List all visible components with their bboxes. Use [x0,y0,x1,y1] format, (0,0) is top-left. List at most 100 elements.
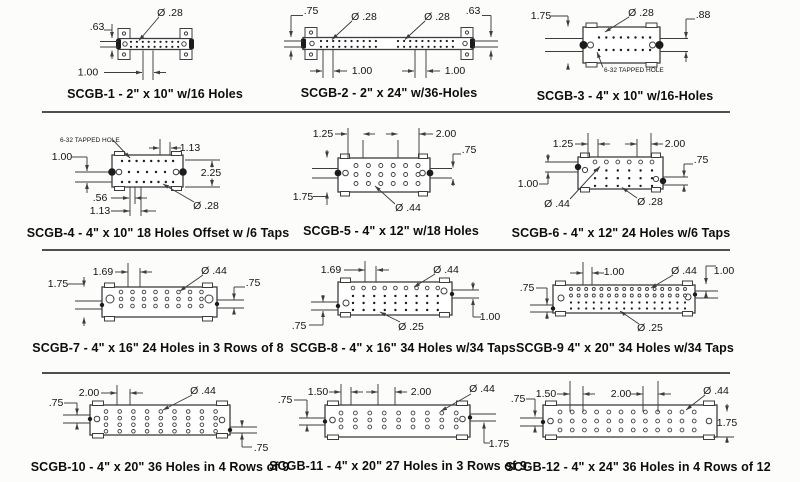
hole-dot [356,45,359,48]
dim-label: Ø .28 [628,7,654,19]
hole-grid [129,40,180,48]
dim-label: 1.00 [480,311,501,323]
hole-ring [410,417,416,423]
hole-dot [650,177,654,180]
dim-label: 1.00 [52,151,73,163]
hole-ring [172,415,177,421]
mounting-tab [327,434,339,440]
hole-dot [319,39,323,43]
hole-ring [187,289,193,295]
hole-dot [154,170,158,174]
hole-ring [630,418,636,424]
mounting-tab [114,186,125,191]
hole-dot [683,307,687,310]
hole-dot [436,301,439,305]
hole-ring [131,429,136,434]
caption-scgb-6: SCGB-6 - 4" x 12" 24 Holes w/6 Taps [511,226,731,240]
hole-ring [176,289,181,295]
hole-ring [576,287,581,291]
hole-ring [115,168,123,176]
mounting-tab [104,316,115,322]
dim-label: 1.50 [536,388,557,400]
hole-dot [142,159,146,163]
hole-dot [157,159,160,163]
hole-ring [582,418,587,424]
hole-dot [597,48,601,52]
hole-dot [142,180,146,184]
hole-ring [705,417,713,425]
hole-dot [605,36,608,39]
hole-ring [591,287,596,291]
hole-ring [117,422,122,427]
hole-ring [353,410,358,416]
hole-ring [367,424,373,430]
caption-scgb-8: SCGB-8 - 4" x 16" 34 Holes w/34 Taps [290,341,516,355]
mounting-tab [456,434,468,440]
hole-dot [627,48,630,52]
hole-dot [171,180,175,184]
dim-label: 2.25 [201,167,222,179]
dim-label: 1.00 [352,65,373,77]
dim-label: Ø .44 [703,385,729,397]
terminal-dot [322,419,328,424]
hole-dot [129,40,133,43]
hole-ring [415,163,421,168]
hole-ring [424,285,430,291]
terminal-dot [655,41,664,49]
hole-dot [394,294,397,298]
dim-label: .75 [254,442,269,454]
hole-dot [605,177,608,180]
hole-ring [626,159,632,165]
hole-ring [118,296,124,302]
hole-ring [199,409,205,414]
hole-ring [652,287,657,291]
hole-dot [607,307,611,310]
hole-ring [607,293,611,298]
hole-ring [131,409,136,414]
dim-label: 1.00 [518,178,539,190]
hole-dot [368,39,371,43]
mounting-tab [651,187,661,193]
terminal-dot [334,169,342,177]
hole-ring [199,296,204,302]
hole-ring [381,410,387,416]
hole-ring [199,422,205,427]
hole-dot [607,301,611,304]
hole-dot [577,301,580,304]
row-divider [42,111,730,113]
dim-arrow [162,183,195,203]
hole-ring [582,427,587,433]
hole-dot [135,45,138,48]
dim-label: Ø .28 [424,11,450,23]
dim-label: Ø .25 [398,321,424,333]
hole-ring [667,293,672,298]
hole-ring [153,296,158,302]
hole-ring [453,410,459,416]
mounting-tab [580,187,590,193]
hole-ring [122,41,128,47]
hole-ring [381,424,387,430]
caption-scgb-9: SCGB-9 4" x 20" 34 Holes w/34 Taps [516,341,734,355]
mounting-tab [92,400,104,406]
hole-dot [616,177,619,180]
dim-label: Ø .44 [544,198,570,210]
hole-ring [649,159,655,165]
hole-dot [404,294,408,298]
hole-ring [338,410,344,416]
dim-arrow [413,273,436,288]
hole-dot [605,169,608,172]
hole-dot [409,45,412,48]
hole-ring [213,409,218,414]
dim-label: 1.25 [553,138,574,150]
hole-dot [153,40,156,43]
hole-ring [679,427,685,433]
hole-dot [668,307,671,310]
hole-ring [172,429,177,434]
hole-ring [365,172,371,177]
dim-arrow [596,51,604,68]
hole-grid [597,36,652,52]
hole-dot [326,39,329,43]
